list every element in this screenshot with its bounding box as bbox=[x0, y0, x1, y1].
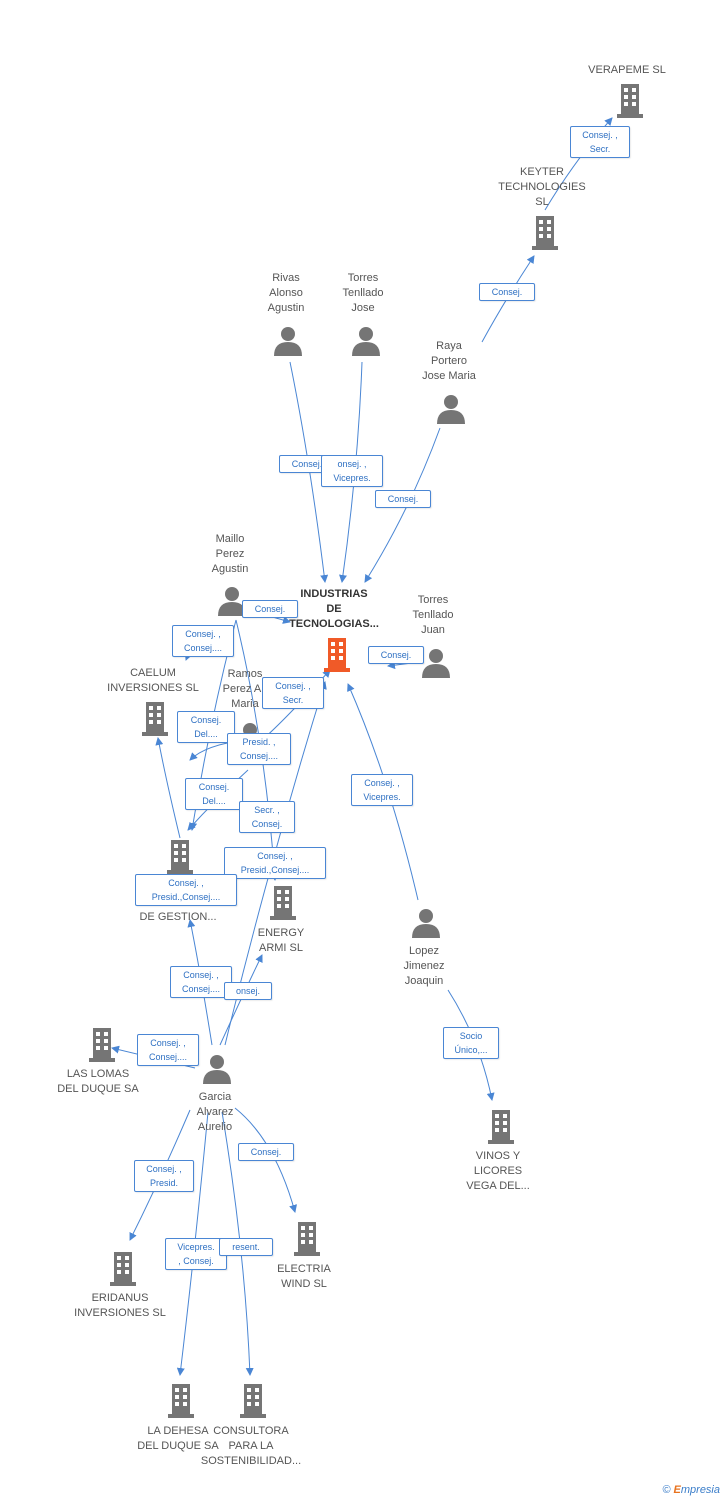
building-icon[interactable] bbox=[615, 84, 645, 118]
relation-badge[interactable]: Socio Único,... bbox=[443, 1027, 499, 1059]
building-icon[interactable] bbox=[108, 1252, 138, 1286]
relation-badge[interactable]: onsej. , Vicepres. bbox=[321, 455, 383, 487]
building-icon[interactable] bbox=[238, 1384, 268, 1418]
building-icon[interactable] bbox=[268, 886, 298, 920]
node-label-garcia[interactable]: Garcia Alvarez Aurelio bbox=[196, 1091, 234, 1133]
building-icon[interactable] bbox=[292, 1222, 322, 1256]
node-label-raya[interactable]: Raya Portero Jose Maria bbox=[422, 340, 476, 382]
relation-badge[interactable]: Consej. , Presid. bbox=[134, 1160, 194, 1192]
relation-badge[interactable]: Vicepres. , Consej. bbox=[165, 1238, 227, 1270]
relation-badge[interactable]: Consej. , Presid.,Consej.... bbox=[135, 874, 237, 906]
person-icon[interactable] bbox=[274, 326, 302, 356]
node-label-rivas[interactable]: Rivas Alonso Agustin bbox=[267, 272, 305, 314]
building-icon[interactable] bbox=[140, 702, 170, 736]
relation-badge[interactable]: Consej. , Consej.... bbox=[170, 966, 232, 998]
relation-badge[interactable]: Consej. , Presid.,Consej.... bbox=[224, 847, 326, 879]
relation-badge[interactable]: Consej. , Vicepres. bbox=[351, 774, 413, 806]
relation-badge[interactable]: Secr. , Consej. bbox=[239, 801, 295, 833]
node-label-dehesa[interactable]: LA DEHESA DEL DUQUE SA bbox=[137, 1425, 219, 1452]
brand-logo-text: mpresia bbox=[680, 1484, 720, 1496]
relation-badge[interactable]: Consej. Del.... bbox=[177, 711, 235, 743]
person-icon[interactable] bbox=[412, 908, 440, 938]
relation-badge[interactable]: Consej. bbox=[479, 283, 535, 301]
relation-badge[interactable]: Consej. Del.... bbox=[185, 778, 243, 810]
copyright-symbol: © bbox=[662, 1484, 671, 1496]
person-icon[interactable] bbox=[422, 648, 450, 678]
node-label-lomas[interactable]: LAS LOMAS DEL DUQUE SA bbox=[57, 1068, 139, 1095]
edge-gestion-caelum bbox=[155, 737, 181, 839]
footer-brand: © Empresia bbox=[662, 1484, 720, 1496]
building-icon[interactable] bbox=[87, 1028, 117, 1062]
relation-badge[interactable]: Consej. bbox=[368, 646, 424, 664]
relation-badge[interactable]: Consej. , Secr. bbox=[262, 677, 324, 709]
relation-badge[interactable]: Consej. , Consej.... bbox=[172, 625, 234, 657]
node-label-lopez[interactable]: Lopez Jimenez Joaquin bbox=[403, 945, 445, 987]
node-label-industrias-focus[interactable]: INDUSTRIAS DE TECNOLOGIAS... bbox=[289, 588, 379, 630]
building-icon[interactable] bbox=[166, 1384, 196, 1418]
node-label-eridanus[interactable]: ERIDANUS INVERSIONES SL bbox=[74, 1292, 166, 1319]
node-label-verapeme[interactable]: VERAPEME SL bbox=[588, 64, 666, 76]
building-icon[interactable] bbox=[322, 638, 352, 672]
node-label-keyter[interactable]: KEYTER TECHNOLOGIES SL bbox=[498, 166, 586, 208]
building-icon[interactable] bbox=[486, 1110, 516, 1144]
relation-badge[interactable]: Consej. , Consej.... bbox=[137, 1034, 199, 1066]
relation-badge[interactable]: Consej. bbox=[242, 600, 298, 618]
brand-logo-initial: E bbox=[673, 1484, 681, 1496]
node-label-caelum[interactable]: CAELUM INVERSIONES SL bbox=[107, 667, 199, 694]
node-label-consultora[interactable]: CONSULTORA PARA LA SOSTENIBILIDAD... bbox=[200, 1425, 302, 1467]
relation-badge[interactable]: Consej. bbox=[375, 490, 431, 508]
node-label-torres-jose[interactable]: Torres Tenllado Jose bbox=[342, 272, 384, 314]
node-label-ramos[interactable]: Ramos Perez An Maria bbox=[222, 668, 268, 710]
relation-badge[interactable]: Presid. , Consej.... bbox=[227, 733, 291, 765]
node-label-vinos[interactable]: VINOS Y LICORES VEGA DEL... bbox=[466, 1150, 530, 1192]
person-icon[interactable] bbox=[352, 326, 380, 356]
relation-badge[interactable]: onsej. bbox=[224, 982, 272, 1000]
building-icon[interactable] bbox=[165, 840, 195, 874]
relation-badge[interactable]: resent. bbox=[219, 1238, 273, 1256]
node-label-gestion[interactable]: DE GESTION... bbox=[139, 911, 217, 923]
relation-badge[interactable]: Consej. , Secr. bbox=[570, 126, 630, 158]
relation-badge[interactable]: Consej. bbox=[238, 1143, 294, 1161]
node-label-maillo[interactable]: Maillo Perez Agustin bbox=[211, 533, 249, 575]
person-icon[interactable] bbox=[203, 1054, 231, 1084]
node-label-energy[interactable]: ENERGY ARMI SL bbox=[257, 927, 305, 954]
building-icon[interactable] bbox=[530, 216, 560, 250]
person-icon[interactable] bbox=[437, 394, 465, 424]
node-label-torres-juan[interactable]: Torres Tenllado Juan bbox=[412, 594, 454, 636]
node-label-electria[interactable]: ELECTRIA WIND SL bbox=[277, 1263, 331, 1290]
person-icon[interactable] bbox=[218, 586, 246, 616]
